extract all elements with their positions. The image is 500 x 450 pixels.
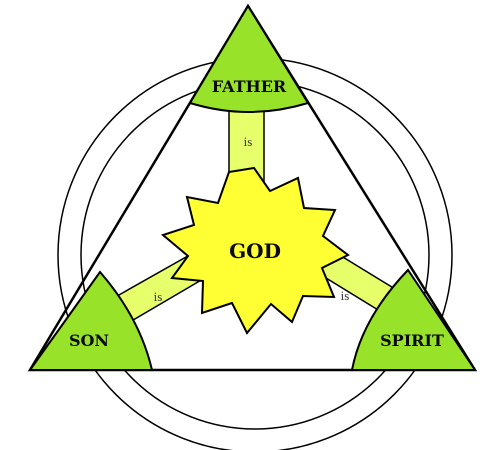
son-label: SON xyxy=(69,331,109,350)
connector-label-father: is xyxy=(244,134,253,149)
connector-label-son: is xyxy=(154,289,163,304)
father-label: FATHER xyxy=(212,77,287,96)
god-star xyxy=(160,166,350,335)
father-cap xyxy=(188,4,310,113)
connector-label-spirit: is xyxy=(341,288,350,303)
spirit-cap xyxy=(350,268,477,371)
spirit-label: SPIRIT xyxy=(380,331,444,350)
god-label: GOD xyxy=(229,239,281,263)
son-cap xyxy=(28,270,154,371)
main-triangle xyxy=(27,3,478,372)
